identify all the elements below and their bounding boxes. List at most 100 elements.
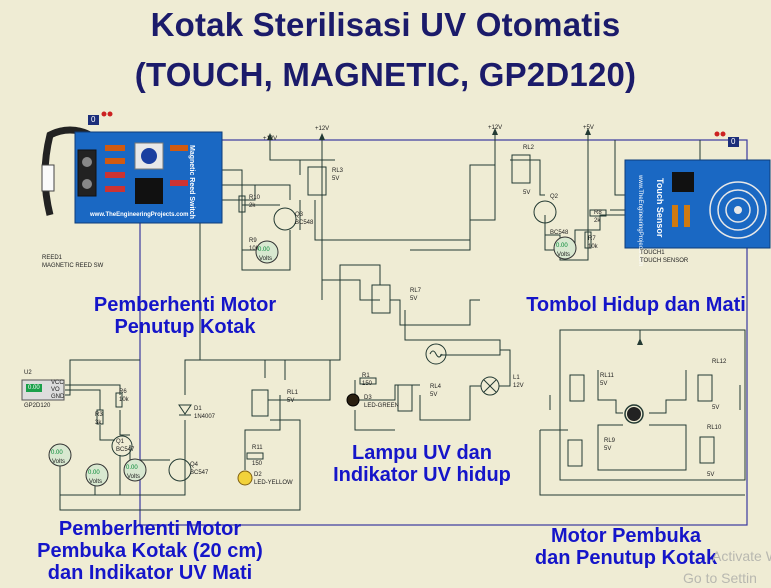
label-motor-stop-open: Pemberhenti Motor Pembuka Kotak (20 cm) … bbox=[14, 518, 286, 584]
label-line: Motor Pembuka bbox=[550, 525, 702, 547]
motor-icon bbox=[627, 407, 641, 421]
touch-type: TOUCH SENSOR bbox=[640, 258, 689, 264]
label-rl11-v: 5V bbox=[600, 381, 608, 387]
label-motor-stop-close: Pemberhenti Motor Penutup Kotak bbox=[76, 294, 294, 338]
label-rl7-v: 5V bbox=[410, 296, 418, 302]
label-q1: Q1 bbox=[116, 439, 125, 445]
gp-pin-vcc: VCC bbox=[51, 380, 64, 386]
meter-5-unit: Volts bbox=[127, 474, 141, 480]
label-rl2: RL2 bbox=[523, 145, 535, 151]
label-uv-lamp: Lampu UV dan Indikator UV hidup bbox=[312, 442, 532, 486]
reed-type: MAGNETIC REED SW bbox=[42, 263, 104, 269]
meter-5-value: 0.00 bbox=[126, 465, 138, 471]
circuit-frame bbox=[139, 139, 748, 526]
watermark-line-1: Activate W bbox=[712, 548, 771, 564]
label-rl7: RL7 bbox=[410, 288, 422, 294]
label-d3: D3 bbox=[364, 395, 372, 401]
label-vcc12-a: +12V bbox=[263, 136, 278, 142]
touch-board-text: Touch Sensor bbox=[655, 178, 665, 238]
label-d2-t: LED-YELLOW bbox=[254, 480, 293, 486]
meter-6-value: 0.00 bbox=[28, 385, 40, 391]
meter-1-value: 0.00 bbox=[258, 247, 270, 253]
label-q2: Q2 bbox=[550, 194, 559, 200]
watermark-line-2: Go to Settin bbox=[683, 570, 757, 586]
label-rl12: RL12 bbox=[712, 359, 727, 365]
touch-module bbox=[624, 159, 771, 249]
page-title: Kotak Sterilisasi UV Otomatis bbox=[150, 6, 621, 43]
probe-left-value: 0 bbox=[91, 115, 96, 124]
touch-ref: TOUCH1 bbox=[640, 250, 665, 256]
probe-right-value: 0 bbox=[731, 137, 736, 146]
label-rl1-v: 5V bbox=[287, 398, 295, 404]
label-r10-v: 2k bbox=[249, 203, 256, 209]
touch-site: www.TheEngineeringProjects.com bbox=[637, 175, 643, 267]
meter-4-unit: Volts bbox=[89, 479, 103, 485]
label-line: Indikator UV hidup bbox=[333, 464, 511, 486]
label-rl9-v: 5V bbox=[604, 446, 612, 452]
label-l1-t: 12V bbox=[513, 383, 524, 389]
label-rl10: RL10 bbox=[707, 425, 722, 431]
label-rl3: RL3 bbox=[332, 168, 344, 174]
label-d1: D1 bbox=[194, 406, 202, 412]
reed-board-text: Magnetic Reed Switch bbox=[188, 145, 195, 219]
label-rl1: RL1 bbox=[287, 390, 299, 396]
reed-module bbox=[41, 126, 223, 224]
label-r3: R3 bbox=[95, 412, 103, 418]
reed-site: www.TheEngineeringProjects.com bbox=[90, 212, 189, 218]
label-vcc5: +5V bbox=[583, 125, 594, 131]
label-q2-t: BC548 bbox=[550, 230, 569, 236]
label-rl4-v: 5V bbox=[430, 392, 438, 398]
led-yellow-icon bbox=[237, 470, 253, 486]
label-line: dan Penutup Kotak bbox=[534, 547, 718, 569]
meter-2-unit: Volts bbox=[557, 252, 571, 258]
label-rl3-v: 5V bbox=[332, 176, 340, 182]
label-rl10-v: 5V bbox=[707, 472, 715, 478]
label-q3: Q3 bbox=[295, 212, 304, 218]
gp-pin-vo: VO bbox=[51, 387, 60, 393]
gp-ref: U2 bbox=[24, 370, 32, 376]
label-line: Pemberhenti Motor bbox=[58, 518, 242, 540]
label-r3-v: 3k bbox=[95, 420, 102, 426]
meter-2-value: 0.00 bbox=[556, 243, 568, 249]
label-r11: R11 bbox=[252, 445, 263, 451]
label-rl9: RL9 bbox=[604, 438, 616, 444]
label-rl4: RL4 bbox=[430, 384, 442, 390]
page-subtitle: (TOUCH, MAGNETIC, GP2D120) bbox=[134, 56, 637, 93]
label-r7: R7 bbox=[588, 236, 596, 242]
label-q3-t: BC548 bbox=[295, 220, 314, 226]
label-d2: D2 bbox=[254, 472, 262, 478]
label-r11-v: 150 bbox=[252, 461, 263, 467]
probe-left-box bbox=[88, 115, 99, 125]
label-r8: R8 bbox=[594, 210, 602, 216]
probe-right-box bbox=[728, 137, 739, 147]
label-line: Penutup Kotak bbox=[114, 316, 256, 338]
meter-3-unit: Volts bbox=[52, 459, 66, 465]
label-q4-t: BC547 bbox=[190, 470, 209, 476]
label-rl11: RL11 bbox=[600, 373, 614, 379]
label-r8-v: 2k bbox=[594, 218, 601, 224]
label-line: Lampu UV dan bbox=[351, 442, 492, 464]
label-line: Pembuka Kotak (20 cm) bbox=[37, 540, 263, 562]
led-green-icon bbox=[346, 393, 360, 407]
label-r10: R10 bbox=[249, 195, 261, 201]
label-rl12-v: 5V bbox=[712, 405, 720, 411]
gp-type: GP2D120 bbox=[24, 403, 51, 409]
label-d3-t: LED-GREEN bbox=[364, 403, 400, 409]
label-r6-v: 10k bbox=[119, 397, 129, 403]
label-rl2-v: 5V bbox=[523, 190, 531, 196]
label-vcc12-c: +12V bbox=[488, 125, 503, 131]
gp-pin-gnd: GND bbox=[51, 394, 65, 400]
meter-3-value: 0.00 bbox=[51, 450, 63, 456]
label-motor-open-close: Motor Pembuka dan Penutup Kotak bbox=[527, 525, 725, 569]
label-d1-t: 1N4007 bbox=[194, 414, 216, 420]
label-r1-v: 150 bbox=[362, 381, 373, 387]
meter-1-unit: Volts bbox=[259, 256, 273, 262]
label-r1: R1 bbox=[362, 373, 370, 379]
label-q1-t: BC547 bbox=[116, 447, 135, 453]
label-vcc12-b: +12V bbox=[315, 126, 330, 132]
label-q4: Q4 bbox=[190, 462, 199, 468]
meter-4-value: 0.00 bbox=[88, 470, 100, 476]
voltmeters bbox=[48, 236, 577, 487]
reed-ref: REED1 bbox=[42, 255, 63, 261]
